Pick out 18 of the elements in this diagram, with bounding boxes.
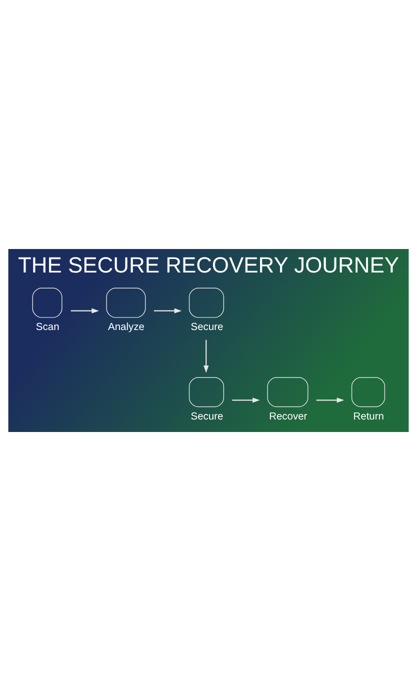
node-label: Secure [190, 322, 224, 333]
node-box [106, 287, 146, 318]
arrow [316, 397, 344, 402]
node-box [351, 376, 386, 407]
arrow [154, 308, 182, 313]
diagram-title: THE SECURE RECOVERY JOURNEY [18, 252, 400, 277]
node-box [32, 287, 62, 318]
node-label: Analyze [108, 322, 144, 333]
node-box [188, 287, 224, 318]
node-label: Secure [190, 410, 224, 422]
node-label: Recover [269, 410, 308, 422]
arrow [70, 308, 100, 313]
node-label: Return [353, 410, 384, 422]
arrow [232, 397, 260, 402]
node-box [188, 376, 224, 407]
node-box [267, 376, 308, 407]
node-label: Scan [36, 322, 60, 333]
arrow [204, 339, 209, 372]
